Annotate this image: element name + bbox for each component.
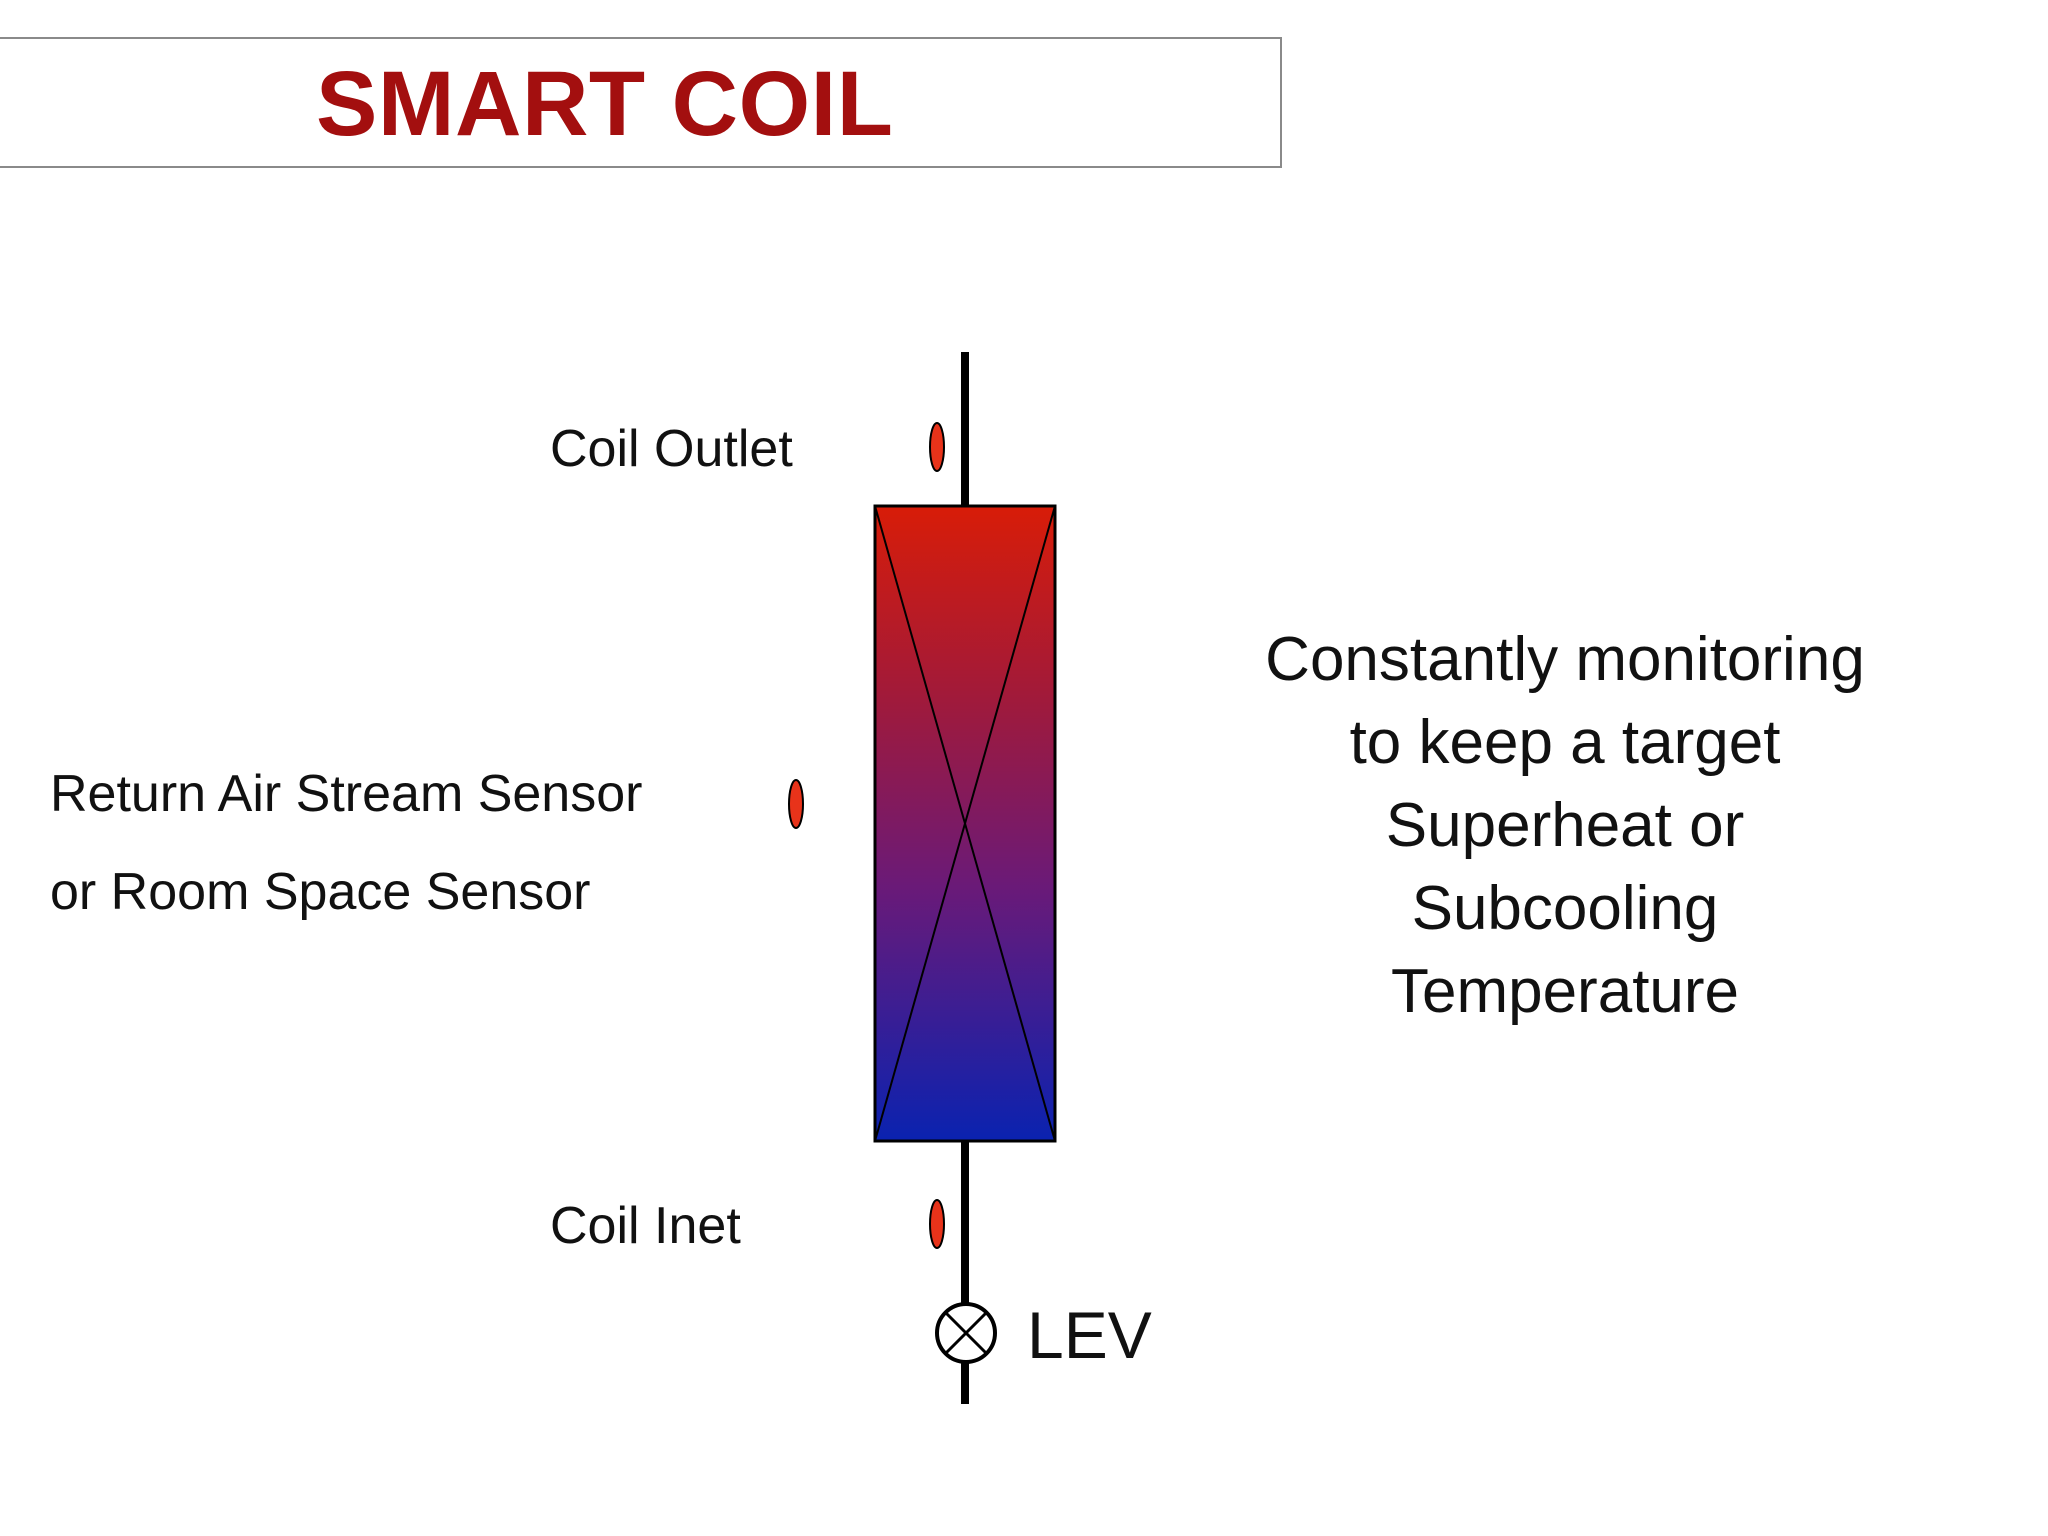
lev-label: LEV: [1027, 1298, 1152, 1372]
coil-outlet-sensor: [929, 422, 945, 472]
return-air-sensor: [788, 779, 804, 829]
description-line: Subcooling: [1411, 874, 1719, 943]
return-air-label-line1: Return Air Stream Sensor: [50, 765, 643, 823]
coil-inlet-label: Coil Inet: [550, 1197, 741, 1255]
description-text: Constantly monitoring to keep a target S…: [1205, 618, 1925, 1033]
coil-cross-line: [874, 505, 1056, 1142]
coil-outlet-label: Coil Outlet: [550, 420, 793, 478]
coil-inlet-sensor: [929, 1199, 945, 1249]
return-air-label-line2: or Room Space Sensor: [50, 863, 591, 921]
title-box: [0, 37, 1282, 168]
description-line: Temperature: [1390, 957, 1740, 1026]
description-line: Superheat or: [1385, 791, 1745, 860]
description-line: to keep a target: [1349, 708, 1781, 777]
description-line: Constantly monitoring: [1265, 625, 1865, 694]
page-title: SMART COIL: [316, 53, 894, 155]
lev-valve-cross: [944, 1311, 988, 1355]
